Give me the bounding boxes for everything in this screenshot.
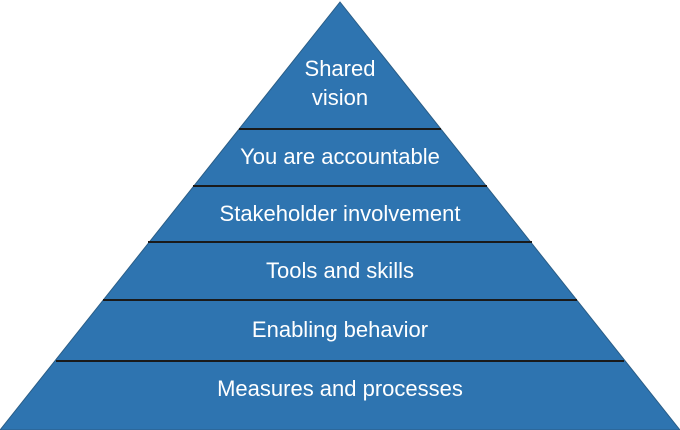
layer-stakeholder-involvement: Stakeholder involvement: [220, 201, 461, 226]
layer-shared-vision-line-1: Shared: [305, 56, 376, 81]
layer-shared-vision-line-2: vision: [312, 85, 368, 110]
layer-measures-and-processes: Measures and processes: [217, 376, 463, 401]
layer-tools-and-skills: Tools and skills: [266, 258, 414, 283]
layer-enabling-behavior: Enabling behavior: [252, 317, 428, 342]
layer-you-are-accountable: You are accountable: [240, 144, 440, 169]
